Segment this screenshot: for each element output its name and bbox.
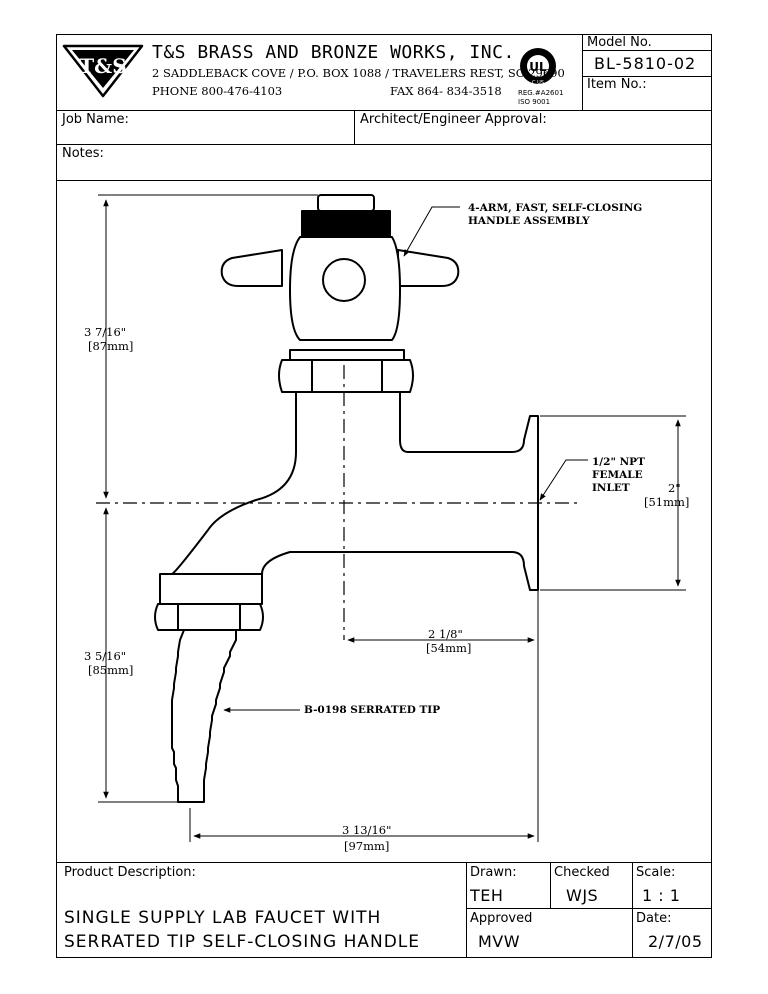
dim-mid-value: 2 1/8" (428, 627, 463, 641)
faucet-body (171, 391, 539, 591)
dim-bottom-metric: [85mm] (88, 663, 134, 677)
dim-top-value: 3 7/16" (84, 325, 127, 339)
job-bottom-line (56, 144, 712, 145)
checked-value: WJS (566, 886, 599, 905)
reg-line-2: ISO 9001 (518, 98, 551, 106)
handle-leader (403, 206, 460, 257)
handle-callout-line-1: 4-ARM, FAST, SELF-CLOSING (468, 202, 643, 214)
dim-right-metric: [51mm] (644, 495, 690, 509)
product-description-line-2: SERRATED TIP SELF-CLOSING HANDLE (64, 932, 421, 952)
bonnet-ring (289, 349, 405, 361)
scale-label: Scale: (636, 865, 676, 880)
inlet-callout-line-1: 1/2" NPT (592, 456, 645, 468)
model-value: BL-5810-02 (594, 54, 697, 73)
footer-top-line (56, 862, 712, 863)
dim-base-metric: [97mm] (344, 839, 390, 853)
drawn-label: Drawn: (470, 865, 517, 880)
handle-knurl (301, 210, 391, 238)
approval-label: Architect/Engineer Approval: (360, 112, 547, 127)
date-label: Date: (636, 911, 672, 926)
model-box-line-1 (582, 50, 712, 51)
inlet-callout-line-2: FEMALE (592, 469, 643, 481)
dim-bottom-value: 3 5/16" (84, 649, 127, 663)
ul-mark: UL C US (520, 48, 556, 86)
model-label: Model No. (587, 35, 652, 50)
notes-bottom-line (56, 180, 712, 181)
model-box-line-2 (582, 76, 712, 77)
handle-button (322, 258, 366, 302)
footer-divider-2 (550, 862, 551, 908)
company-address: 2 SADDLEBACK COVE / P.O. BOX 1088 / TRAV… (152, 66, 565, 80)
ul-ring-text: C US (532, 80, 544, 86)
ts-logo: T&S (62, 44, 144, 98)
approved-label: Approved (470, 911, 533, 926)
footer-divider-1 (466, 862, 467, 958)
header-bottom-line (56, 110, 712, 111)
product-description-label: Product Description: (64, 865, 196, 880)
logo-text: T&S (79, 54, 126, 78)
model-box-divider (582, 34, 583, 110)
scale-value: 1 : 1 (642, 886, 681, 905)
product-description-line-1: SINGLE SUPPLY LAB FAUCET WITH (64, 908, 382, 928)
drawing-sheet (56, 34, 712, 958)
handle-callout-line-2: HANDLE ASSEMBLY (468, 215, 590, 227)
tip-callout: B-0198 SERRATED TIP (304, 704, 441, 716)
job-name-label: Job Name: (62, 112, 129, 127)
inlet-callout-line-3: INLET (592, 482, 630, 494)
company-name: T&S BRASS AND BRONZE WORKS, INC. (152, 42, 515, 63)
inlet-leader (539, 459, 588, 501)
footer-divider-3 (632, 862, 633, 958)
date-value: 2/7/05 (648, 932, 703, 951)
tip-hex-nut (154, 603, 264, 631)
handle-left-arm (220, 249, 283, 287)
company-fax: FAX 864- 834-3518 (390, 84, 502, 98)
handle-cap (317, 194, 375, 212)
item-label: Item No.: (587, 77, 647, 92)
dim-base-value: 3 13/16" (342, 823, 392, 837)
company-phone: PHONE 800-476-4103 (152, 84, 283, 98)
reg-line-1: REG.#A2601 (518, 89, 564, 97)
checked-label: Checked (554, 865, 610, 880)
drawn-value: TEH (470, 886, 504, 905)
footer-mid-line (466, 908, 712, 909)
outlet-coupling (159, 573, 263, 605)
serrated-tip (171, 629, 237, 803)
bonnet-hex-nut (278, 359, 414, 393)
dim-top-metric: [87mm] (88, 339, 134, 353)
dim-mid-metric: [54mm] (426, 641, 472, 655)
ul-text: UL (529, 60, 547, 74)
job-approval-divider (354, 110, 355, 144)
approved-value: MVW (478, 932, 521, 951)
notes-label: Notes: (62, 146, 104, 161)
dim-right-value: 2" (668, 481, 681, 495)
handle-right-arm (397, 249, 460, 287)
